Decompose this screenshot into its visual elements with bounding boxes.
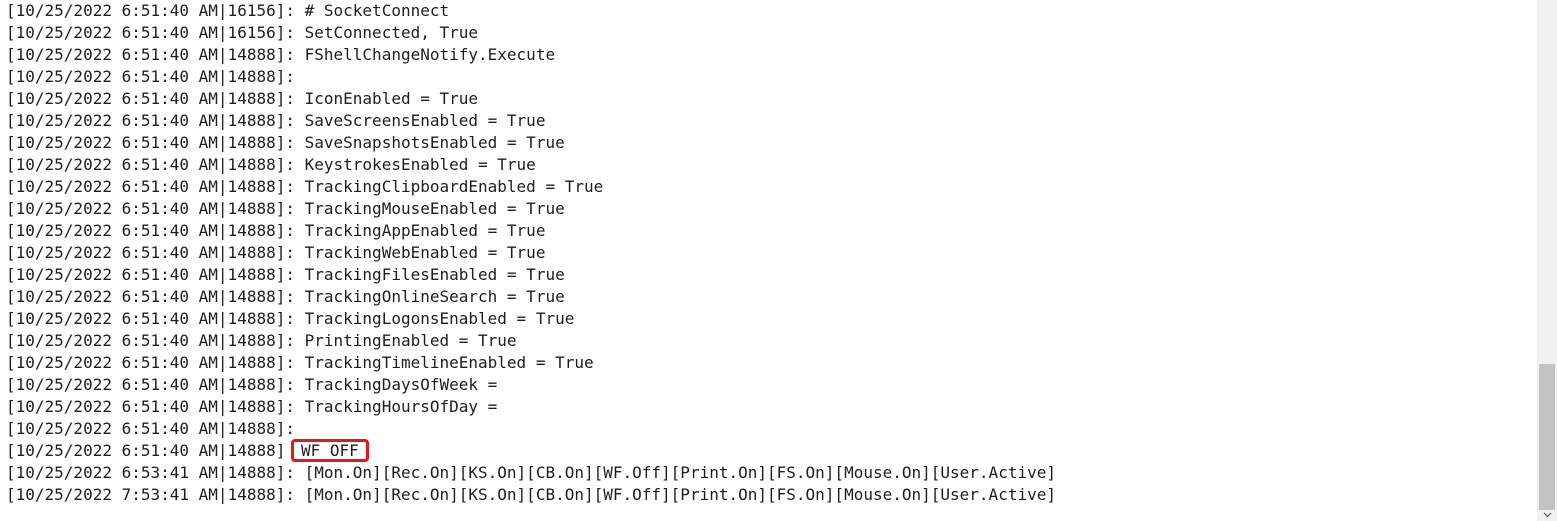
log-line-message: [Mon.On][Rec.On][KS.On][CB.On][WF.Off][P…: [304, 463, 1056, 482]
log-line-message: KeystrokesEnabled = True: [304, 155, 536, 174]
log-line-prefix: [10/25/2022 6:51:40 AM|14888]:: [6, 155, 295, 174]
log-line-message: FShellChangeNotify.Execute: [304, 45, 556, 64]
log-line: [10/25/2022 6:51:40 AM|14888]: TrackingD…: [6, 374, 497, 396]
log-line-prefix: [10/25/2022 6:51:40 AM|14888]:: [6, 353, 295, 372]
log-line: [10/25/2022 6:51:40 AM|14888] WF OFF: [6, 439, 369, 462]
log-line-message: TrackingTimelineEnabled = True: [304, 353, 594, 372]
log-line-message: TrackingDaysOfWeek =: [304, 375, 498, 394]
log-line-prefix: [10/25/2022 6:51:40 AM|14888]:: [6, 419, 295, 438]
log-line: [10/25/2022 6:51:40 AM|14888]: TrackingF…: [6, 264, 565, 286]
log-line: [10/25/2022 6:53:41 AM|14888]: [Mon.On][…: [6, 462, 1056, 484]
log-line-message: SaveSnapshotsEnabled = True: [304, 133, 565, 152]
log-line-prefix: [10/25/2022 6:51:40 AM|16156]:: [6, 1, 295, 20]
log-line: [10/25/2022 6:51:40 AM|16156]: # SocketC…: [6, 0, 449, 22]
log-line-prefix: [10/25/2022 6:51:40 AM|14888]:: [6, 133, 295, 152]
log-line-prefix: [10/25/2022 6:51:40 AM|14888]:: [6, 375, 295, 394]
log-line-message: TrackingLogonsEnabled = True: [304, 309, 575, 328]
vertical-scrollbar[interactable]: [1537, 0, 1557, 521]
log-line-prefix: [10/25/2022 6:51:40 AM|14888]:: [6, 287, 295, 306]
scroll-down-button[interactable]: [1537, 509, 1557, 521]
scrollbar-thumb[interactable]: [1539, 364, 1555, 510]
log-line: [10/25/2022 6:51:40 AM|14888]: TrackingL…: [6, 308, 574, 330]
log-line: [10/25/2022 6:51:40 AM|14888]: TrackingW…: [6, 242, 545, 264]
log-line-message: SaveScreensEnabled = True: [304, 111, 546, 130]
log-line-message: TrackingMouseEnabled = True: [304, 199, 565, 218]
log-line: [10/25/2022 6:51:40 AM|14888]:: [6, 418, 305, 440]
log-line-prefix: [10/25/2022 6:51:40 AM|14888]:: [6, 243, 295, 262]
log-line: [10/25/2022 6:51:40 AM|14888]:: [6, 66, 305, 88]
log-line-message: # SocketConnect: [304, 1, 450, 20]
log-line: [10/25/2022 6:51:40 AM|14888]: TrackingC…: [6, 176, 603, 198]
log-line-prefix: [10/25/2022 6:51:40 AM|14888]:: [6, 45, 295, 64]
log-line-prefix: [10/25/2022 6:51:40 AM|14888]: [6, 441, 286, 460]
log-line-prefix: [10/25/2022 6:51:40 AM|14888]:: [6, 111, 295, 130]
log-line-message: TrackingOnlineSearch = True: [304, 287, 565, 306]
log-line: [10/25/2022 6:51:40 AM|14888]: TrackingT…: [6, 352, 594, 374]
log-line: [10/25/2022 6:51:40 AM|14888]: Keystroke…: [6, 154, 536, 176]
chevron-down-icon: [1543, 512, 1552, 518]
log-line-message: TrackingFilesEnabled = True: [304, 265, 565, 284]
log-line-prefix: [10/25/2022 6:51:40 AM|16156]:: [6, 23, 295, 42]
highlighted-log-message: WF OFF: [291, 439, 369, 462]
log-line-prefix: [10/25/2022 6:51:40 AM|14888]:: [6, 199, 295, 218]
log-line-prefix: [10/25/2022 6:51:40 AM|14888]:: [6, 89, 295, 108]
log-line: [10/25/2022 6:51:40 AM|14888]: SaveScree…: [6, 110, 545, 132]
log-line-prefix: [10/25/2022 6:51:40 AM|14888]:: [6, 265, 295, 284]
log-line-prefix: [10/25/2022 6:51:40 AM|14888]:: [6, 67, 295, 86]
log-line-message: [Mon.On][Rec.On][KS.On][CB.On][WF.Off][P…: [304, 485, 1056, 504]
log-line-message: TrackingHoursOfDay =: [304, 397, 498, 416]
log-line-message: TrackingClipboardEnabled = True: [304, 177, 604, 196]
log-line-prefix: [10/25/2022 6:51:40 AM|14888]:: [6, 221, 295, 240]
log-line: [10/25/2022 7:53:41 AM|14888]: [Mon.On][…: [6, 484, 1056, 506]
log-line-message: PrintingEnabled = True: [304, 331, 517, 350]
log-line: [10/25/2022 6:51:40 AM|14888]: IconEnabl…: [6, 88, 478, 110]
log-line: [10/25/2022 6:51:40 AM|14888]: TrackingA…: [6, 220, 545, 242]
log-line-prefix: [10/25/2022 6:53:41 AM|14888]:: [6, 463, 295, 482]
log-line-prefix: [10/25/2022 7:53:41 AM|14888]:: [6, 485, 295, 504]
log-line: [10/25/2022 6:51:40 AM|14888]: TrackingO…: [6, 286, 565, 308]
log-line-prefix: [10/25/2022 6:51:40 AM|14888]:: [6, 397, 295, 416]
log-line-prefix: [10/25/2022 6:51:40 AM|14888]:: [6, 331, 295, 350]
log-line-message: TrackingWebEnabled = True: [304, 243, 546, 262]
log-line: [10/25/2022 6:51:40 AM|14888]: TrackingM…: [6, 198, 565, 220]
log-line: [10/25/2022 6:51:40 AM|14888]: PrintingE…: [6, 330, 517, 352]
log-line-message: TrackingAppEnabled = True: [304, 221, 546, 240]
log-line: [10/25/2022 6:51:40 AM|14888]: TrackingH…: [6, 396, 497, 418]
log-line: [10/25/2022 6:51:40 AM|16156]: SetConnec…: [6, 22, 478, 44]
log-line-message: IconEnabled = True: [304, 89, 479, 108]
log-line: [10/25/2022 6:51:40 AM|14888]: SaveSnaps…: [6, 132, 565, 154]
log-line: [10/25/2022 6:51:40 AM|14888]: FShellCha…: [6, 44, 555, 66]
log-line-message: SetConnected, True: [304, 23, 479, 42]
log-line-prefix: [10/25/2022 6:51:40 AM|14888]:: [6, 177, 295, 196]
log-line-prefix: [10/25/2022 6:51:40 AM|14888]:: [6, 309, 295, 328]
